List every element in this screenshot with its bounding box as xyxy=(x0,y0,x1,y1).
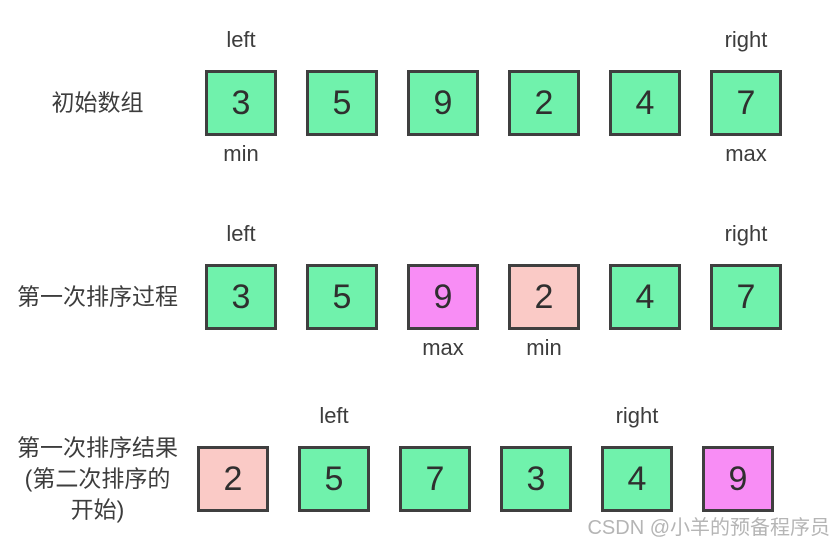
array-cells: 2 left 5 7 3 right 4 xyxy=(197,400,774,544)
array-cell: 4 xyxy=(609,24,681,168)
minmax-label-min: min xyxy=(526,335,562,360)
row-label-line: (第二次排序的 xyxy=(24,465,171,492)
array-box: 5 xyxy=(298,446,370,512)
csdn-watermark: CSDN @小羊的预备程序员 xyxy=(587,517,830,539)
row-label-line: 初始数组 xyxy=(51,89,144,116)
row-label-line: 第一次排序过程 xyxy=(17,283,178,310)
array-cell: 3 xyxy=(500,400,572,544)
row-first-pass-label: 第一次排序过程 xyxy=(0,282,195,313)
array-cell: right 4 xyxy=(601,400,673,544)
minmax-label: max xyxy=(725,141,767,166)
array-box: 4 xyxy=(601,446,673,512)
pointer-label-left: left xyxy=(319,403,349,428)
array-cell: right 7 max xyxy=(710,24,782,168)
array-cell: 9 xyxy=(702,400,774,544)
array-box: 2 xyxy=(508,70,580,136)
array-cells: left 3 min 5 9 2 4 xyxy=(205,24,782,168)
array-cells: left 3 5 9 max 2 min 4 xyxy=(205,218,782,362)
array-value: 7 xyxy=(425,459,445,498)
array-cell: left 3 min xyxy=(205,24,277,168)
array-box: 3 xyxy=(205,70,277,136)
array-value: 7 xyxy=(736,277,756,316)
row-label-line: 第一次排序结果 xyxy=(17,434,178,461)
array-cell: 2 min xyxy=(508,218,580,362)
array-cell: 9 max xyxy=(407,218,479,362)
array-cell: 5 xyxy=(306,24,378,168)
row-label-line: 开始) xyxy=(70,496,125,523)
minmax-label-max: max xyxy=(422,335,464,360)
array-box: 9 xyxy=(407,70,479,136)
pointer-label-right: right xyxy=(724,221,768,246)
array-value: 2 xyxy=(534,83,554,122)
array-value: 4 xyxy=(627,459,647,498)
row-first-pass-result-label: 第一次排序结果 (第二次排序的 开始) xyxy=(0,433,195,526)
array-cell: 2 xyxy=(197,400,269,544)
array-box: 7 xyxy=(710,264,782,330)
array-value: 3 xyxy=(231,83,251,122)
array-cell: left 3 xyxy=(205,218,277,362)
row-initial-array-label: 初始数组 xyxy=(0,88,195,119)
array-box: 2 xyxy=(197,446,269,512)
array-box: 7 xyxy=(399,446,471,512)
array-value: 2 xyxy=(534,277,554,316)
minmax-label: min xyxy=(223,141,259,166)
pointer-label-left: left xyxy=(226,221,256,246)
array-box: 9 xyxy=(407,264,479,330)
array-cell: 9 xyxy=(407,24,479,168)
array-value: 9 xyxy=(728,459,748,498)
array-cell: right 7 xyxy=(710,218,782,362)
array-box: 9 xyxy=(702,446,774,512)
array-cell: 5 xyxy=(306,218,378,362)
array-cell: 4 xyxy=(609,218,681,362)
array-box: 2 xyxy=(508,264,580,330)
array-box: 4 xyxy=(609,264,681,330)
array-box: 3 xyxy=(205,264,277,330)
array-value: 7 xyxy=(736,83,756,122)
array-cell: 2 xyxy=(508,24,580,168)
array-value: 5 xyxy=(324,459,344,498)
array-box: 5 xyxy=(306,70,378,136)
array-box: 3 xyxy=(500,446,572,512)
array-cell: left 5 xyxy=(298,400,370,544)
array-box: 4 xyxy=(609,70,681,136)
array-value: 4 xyxy=(635,83,655,122)
array-value: 9 xyxy=(433,277,453,316)
pointer-label-right: right xyxy=(615,403,659,428)
array-value: 5 xyxy=(332,277,352,316)
array-value: 4 xyxy=(635,277,655,316)
pointer-label-right: right xyxy=(724,27,768,52)
array-box: 7 xyxy=(710,70,782,136)
pointer-label-left: left xyxy=(226,27,256,52)
array-value: 9 xyxy=(433,83,453,122)
array-cell: 7 xyxy=(399,400,471,544)
array-box: 5 xyxy=(306,264,378,330)
array-value: 3 xyxy=(231,277,251,316)
array-value: 2 xyxy=(223,459,243,498)
array-value: 3 xyxy=(526,459,546,498)
array-value: 5 xyxy=(332,83,352,122)
